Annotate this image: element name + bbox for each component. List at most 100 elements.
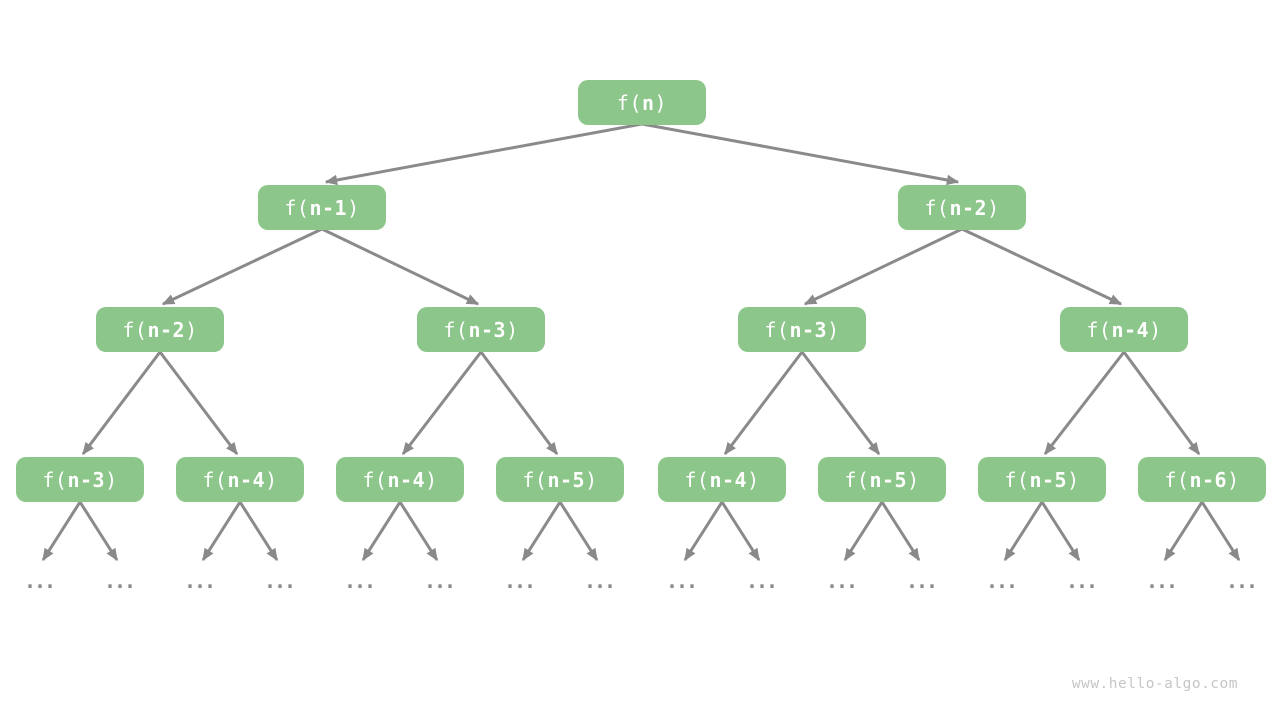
edge-arrow	[521, 501, 562, 562]
node-label: )	[506, 317, 519, 342]
edge-arrow	[683, 501, 724, 562]
tree-node-f-n-4: f(n-4)	[658, 457, 786, 502]
tree-node-f-n-3: f(n-3)	[16, 457, 144, 502]
edge-arrow	[41, 501, 82, 562]
node-arg: n-4	[1111, 317, 1150, 342]
edge-arrow	[558, 501, 599, 562]
tree-node-f-n-6: f(n-6)	[1138, 457, 1266, 502]
edge-arrow	[81, 351, 162, 456]
node-label: f(	[362, 467, 388, 492]
edge-arrow	[161, 227, 323, 306]
ellipsis: ...	[183, 569, 216, 593]
node-arg: n-4	[227, 467, 266, 492]
ellipsis: ...	[103, 569, 136, 593]
node-label: )	[827, 317, 840, 342]
edge-arrow	[961, 227, 1123, 306]
node-label: )	[425, 467, 438, 492]
node-label: )	[747, 467, 760, 492]
node-label: )	[105, 467, 118, 492]
edge-arrow	[201, 501, 242, 562]
watermark: www.hello-algo.com	[1071, 676, 1238, 692]
edge-arrow	[398, 501, 439, 562]
edge-arrow	[479, 351, 559, 456]
edge-arrow	[158, 351, 239, 456]
edge-arrow	[803, 227, 963, 306]
node-label: f(	[764, 317, 790, 342]
node-arg: n-1	[309, 195, 348, 220]
edge-arrow	[324, 122, 643, 186]
tree-node-f-n-4: f(n-4)	[176, 457, 304, 502]
ellipsis: ...	[23, 569, 56, 593]
ellipsis: ...	[503, 569, 536, 593]
node-arg: n-3	[67, 467, 106, 492]
node-label: f(	[844, 467, 870, 492]
edge-arrow	[641, 122, 960, 186]
edge-arrow	[800, 351, 881, 456]
edge-arrow	[843, 501, 884, 562]
edge-arrow	[78, 501, 119, 562]
tree-node-f-n-4: f(n-4)	[336, 457, 464, 502]
node-arg: n-5	[1029, 467, 1068, 492]
node-label: f(	[684, 467, 710, 492]
node-label: f(	[42, 467, 68, 492]
node-arg: n-2	[949, 195, 988, 220]
tree-node-f-n-5: f(n-5)	[818, 457, 946, 502]
node-arg: n-2	[147, 317, 186, 342]
ellipsis: ...	[423, 569, 456, 593]
tree-node-f-n-2: f(n-2)	[898, 185, 1026, 230]
tree-node-f-n-1: f(n-1)	[258, 185, 386, 230]
node-arg: n-3	[468, 317, 507, 342]
ellipsis: ...	[1065, 569, 1098, 593]
node-label: )	[1227, 467, 1240, 492]
edge-arrow	[238, 501, 279, 562]
node-label: )	[1149, 317, 1162, 342]
node-arg: n-5	[547, 467, 586, 492]
tree-node-f-n-5: f(n-5)	[978, 457, 1106, 502]
node-label: f(	[284, 195, 310, 220]
edge-arrow	[1040, 501, 1081, 562]
node-label: f(	[1086, 317, 1112, 342]
node-label: )	[1067, 467, 1080, 492]
ellipsis: ...	[905, 569, 938, 593]
node-label: )	[265, 467, 278, 492]
node-label: )	[654, 90, 668, 115]
tree-node-f-n-4: f(n-4)	[1060, 307, 1188, 352]
ellipsis: ...	[665, 569, 698, 593]
ellipsis: ...	[1145, 569, 1178, 593]
ellipsis: ...	[745, 569, 778, 593]
node-arg: n	[642, 90, 655, 115]
node-label: f(	[522, 467, 548, 492]
tree-node-f-n-3: f(n-3)	[738, 307, 866, 352]
node-arg: n-5	[869, 467, 908, 492]
node-label: f(	[202, 467, 228, 492]
node-arg: n-4	[709, 467, 748, 492]
node-label: f(	[122, 317, 148, 342]
edge-arrow	[1200, 501, 1241, 562]
node-label: f(	[1164, 467, 1190, 492]
tree-node-f-n-5: f(n-5)	[496, 457, 624, 502]
edge-arrow	[401, 351, 483, 456]
edge-arrow	[880, 501, 921, 562]
node-arg: n-4	[387, 467, 426, 492]
edge-arrow	[720, 501, 761, 562]
edge-arrow	[1043, 351, 1126, 456]
node-label: )	[185, 317, 198, 342]
edge-arrow	[1003, 501, 1044, 562]
node-label: )	[347, 195, 360, 220]
ellipsis: ...	[985, 569, 1018, 593]
tree-node-f-n-2: f(n-2)	[96, 307, 224, 352]
node-label: )	[907, 467, 920, 492]
node-arg: n-3	[789, 317, 828, 342]
node-label: )	[585, 467, 598, 492]
ellipsis: ...	[825, 569, 858, 593]
node-label: )	[987, 195, 1000, 220]
edge-arrow	[1122, 351, 1201, 456]
node-label: f(	[1004, 467, 1030, 492]
tree-node-f-n-3: f(n-3)	[417, 307, 545, 352]
tree-node-f-n: f(n)	[578, 80, 706, 125]
edge-arrow	[321, 227, 480, 306]
ellipsis: ...	[343, 569, 376, 593]
node-label: f(	[443, 317, 469, 342]
